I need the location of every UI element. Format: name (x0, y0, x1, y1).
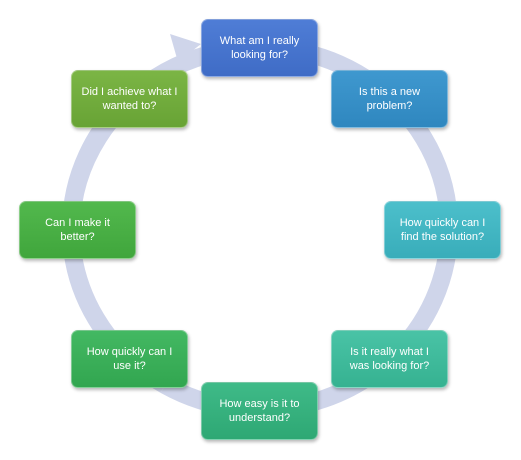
step-easy-to-understand: How easy is it to understand? (201, 382, 318, 440)
cycle-arrowhead (170, 34, 201, 62)
step-use-it: How quickly can I use it? (71, 330, 188, 388)
step-label: Is this a new problem? (358, 86, 421, 112)
step-what-looking-for: What am I really looking for? (201, 19, 318, 77)
step-new-problem: Is this a new problem? (331, 70, 448, 128)
step-label: How easy is it to understand? (219, 398, 300, 424)
step-label: Can I make it better? (45, 217, 110, 243)
step-make-better: Can I make it better? (19, 201, 136, 259)
step-achieve-goal: Did I achieve what I wanted to? (71, 70, 188, 128)
step-label: What am I really looking for? (219, 35, 300, 61)
step-label: How quickly can I find the solution? (399, 217, 486, 243)
step-label: Did I achieve what I wanted to? (81, 86, 178, 112)
step-label: Is it really what I was looking for? (349, 346, 430, 372)
step-really-what-looking-for: Is it really what I was looking for? (331, 330, 448, 388)
step-find-solution: How quickly can I find the solution? (384, 201, 501, 259)
step-label: How quickly can I use it? (86, 346, 173, 372)
